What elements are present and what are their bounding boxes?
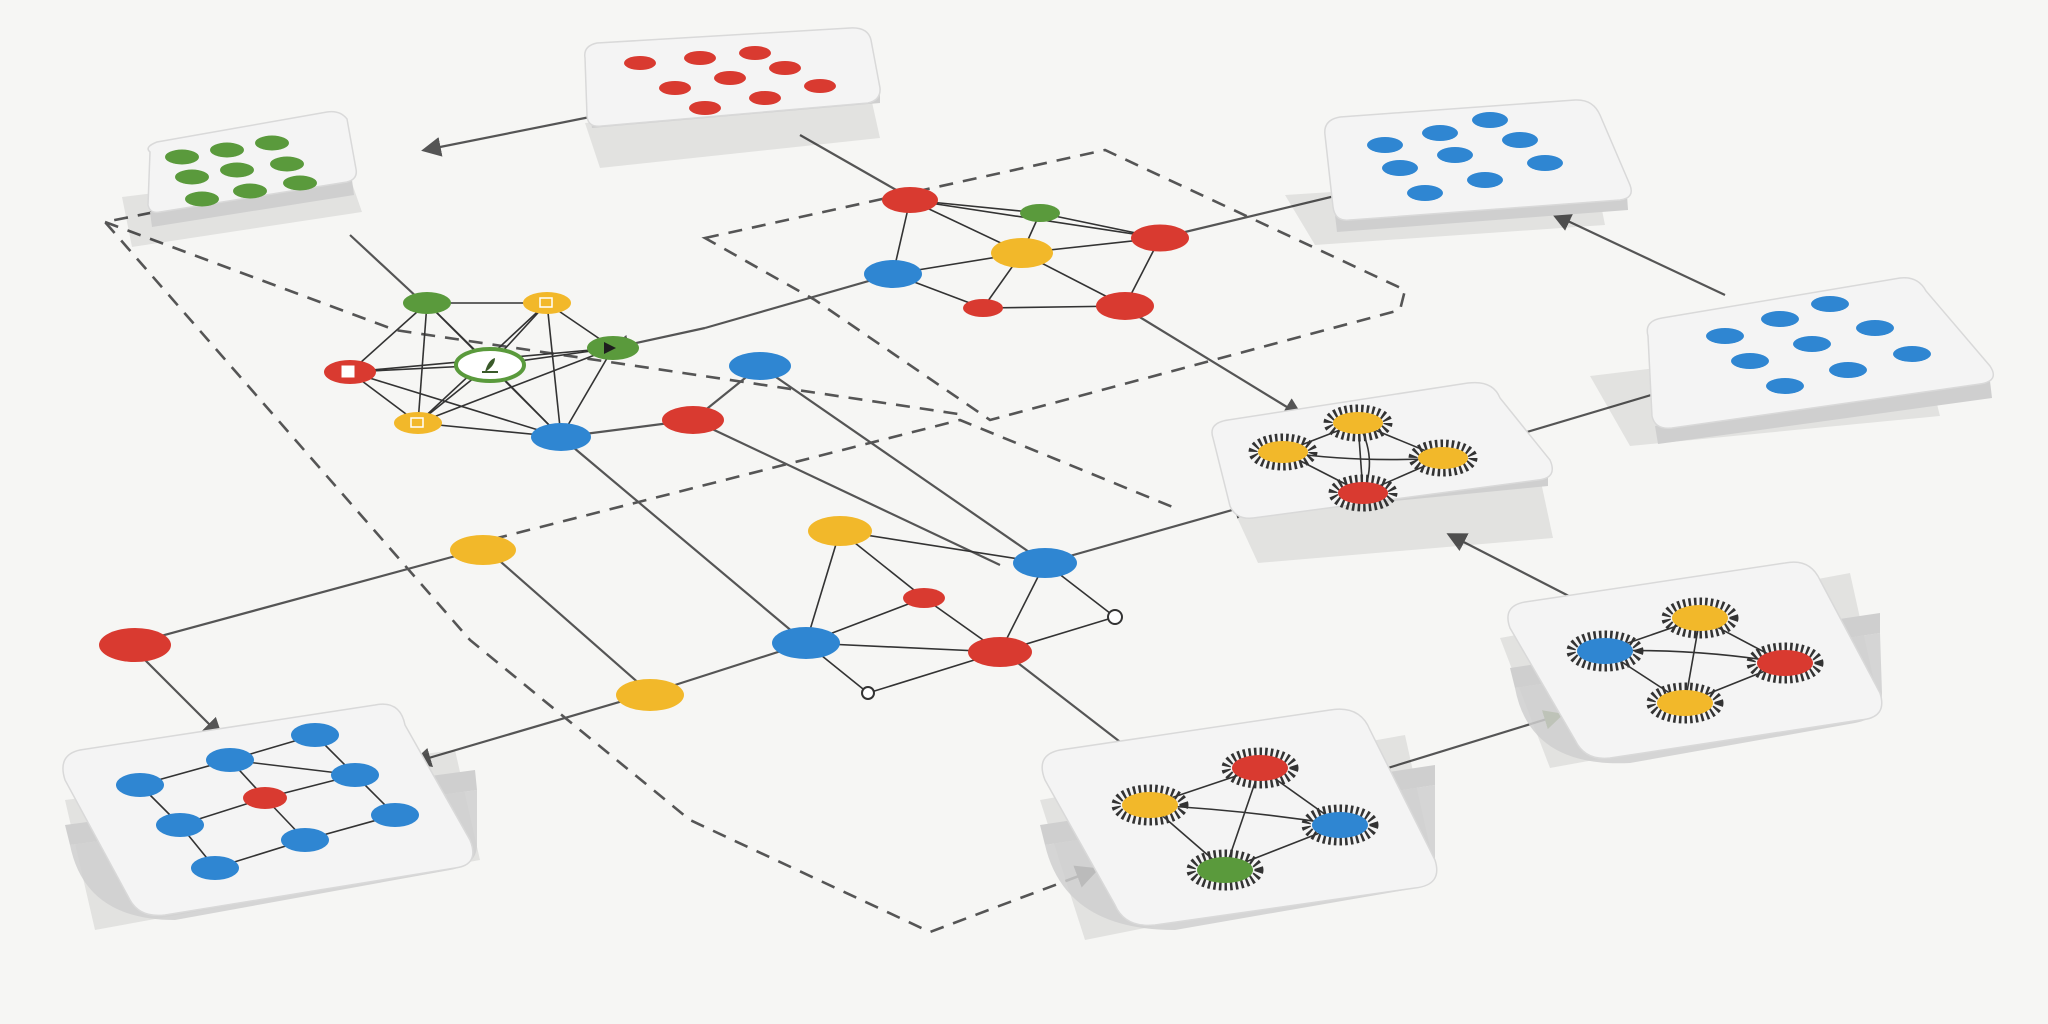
cluster-heptagon [324, 292, 639, 451]
line-red-tile-to-cluster [799, 134, 906, 196]
node-yellow-bottom [616, 679, 684, 711]
line-blue-top-to-center [759, 365, 1046, 564]
standalone-nodes [99, 352, 791, 711]
red-node-grid [624, 46, 836, 115]
tile-blue-grid-right[interactable] [1590, 277, 1995, 446]
tile-mixed-network-bottom[interactable] [1040, 708, 1438, 940]
arrow-yellow-to-blue-tile [411, 691, 651, 768]
line-green-tile-to-cluster [349, 234, 421, 301]
node-blue-upper [729, 352, 791, 380]
node-green-top [403, 292, 451, 314]
node-red-mid [662, 406, 724, 434]
arrow-cluster-to-yellow-tile [1119, 304, 1304, 418]
blue-node-grid-top [1367, 112, 1563, 201]
mixed-network-right [1566, 597, 1824, 724]
yellow-red-network [1248, 404, 1478, 512]
arrow-center-to-yellow-tile [1044, 499, 1254, 565]
blue-node-grid-right [1706, 296, 1931, 394]
mixed-network-bottom [1111, 747, 1379, 891]
dashed-region-lower [469, 418, 1181, 547]
cluster-center [772, 516, 1123, 700]
blue-node-network [116, 723, 419, 880]
dashed-region-top [701, 148, 1407, 422]
line-red-node-to-yellow [134, 546, 486, 645]
play-icon [587, 336, 639, 360]
tile-blue-grid-top[interactable] [1285, 99, 1632, 245]
node-blue-bottom [531, 423, 591, 451]
cup-icon [394, 412, 442, 434]
tile-mixed-network-right[interactable] [1500, 561, 1883, 768]
line-heptagon-to-blue [560, 436, 807, 644]
tile-green-grid[interactable] [122, 110, 362, 247]
square-icon [324, 360, 376, 384]
dashed-region-middle [104, 220, 966, 417]
arrow-blue-right-to-blue-top [1551, 212, 1726, 296]
line-cluster-link-2 [704, 272, 894, 330]
dashed-region-left [102, 206, 1100, 934]
arrow-cluster-to-blue-top [1159, 184, 1364, 240]
cup-icon [523, 292, 571, 314]
green-node-grid [165, 135, 317, 207]
tile-yellow-red-network[interactable] [1211, 381, 1553, 563]
tile-red-grid[interactable] [584, 27, 881, 168]
arrow-mixed-bottom-to-mixed-right [1364, 710, 1564, 777]
node-yellow-left [450, 535, 516, 565]
tile-blue-network[interactable] [62, 703, 480, 930]
node-red-standalone-left [99, 628, 171, 662]
arrow-red-to-green [421, 113, 601, 157]
line-red-mid-to-center [692, 419, 1001, 566]
arrow-red-node-to-blue-tile [139, 654, 223, 738]
cluster-top-center [864, 187, 1189, 320]
dashed-regions [102, 148, 1407, 934]
line-yellow-to-bottom [484, 547, 651, 694]
plant-icon [454, 347, 526, 383]
